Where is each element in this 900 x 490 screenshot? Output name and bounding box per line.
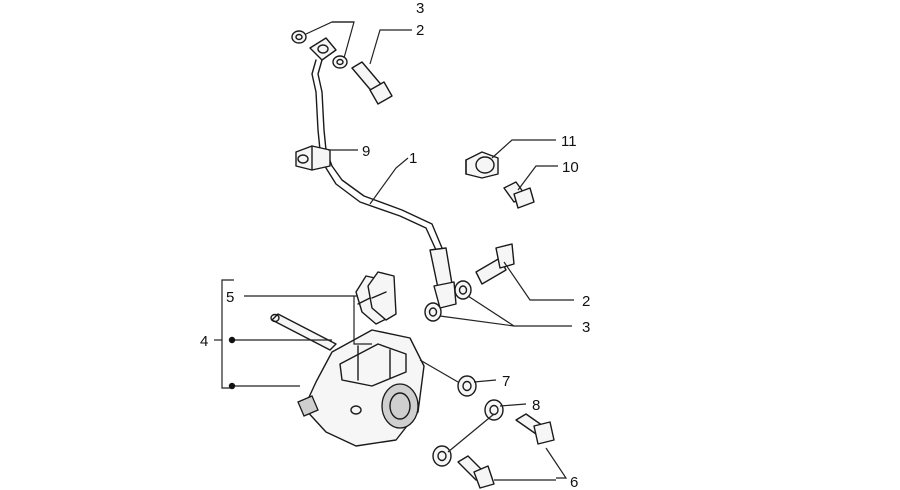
callout-4: 4 bbox=[200, 333, 208, 350]
callout-5: 5 bbox=[226, 289, 234, 306]
brake-hose bbox=[295, 37, 457, 309]
callout-3-top: 3 bbox=[416, 0, 424, 17]
callout-9: 9 bbox=[362, 143, 370, 160]
screw-lower bbox=[457, 455, 495, 489]
callout-2-bottom: 2 bbox=[582, 293, 590, 310]
hose-clamp bbox=[465, 151, 499, 179]
top-washer-right bbox=[332, 55, 348, 69]
caliper-body bbox=[297, 329, 425, 447]
callout-1: 1 bbox=[409, 150, 417, 167]
clamp-screw bbox=[503, 181, 535, 209]
callout-3-bottom: 3 bbox=[582, 319, 590, 336]
callout-8: 8 bbox=[532, 397, 540, 414]
washer-8 bbox=[484, 399, 504, 421]
callout-7: 7 bbox=[502, 373, 510, 390]
top-washer-left bbox=[291, 30, 307, 44]
callout-6: 6 bbox=[570, 474, 578, 490]
callout-11: 11 bbox=[561, 133, 577, 150]
pad-pin bbox=[270, 313, 337, 351]
washer-lower bbox=[432, 445, 452, 467]
callout-2-top: 2 bbox=[416, 22, 424, 39]
leader-lines bbox=[214, 21, 574, 481]
bottom-washer-upper bbox=[454, 280, 472, 300]
washer-7 bbox=[457, 375, 477, 397]
top-banjo-bolt bbox=[351, 61, 393, 105]
callout-10: 10 bbox=[562, 159, 579, 176]
bracket-dot-upper bbox=[228, 336, 236, 344]
bottom-washer-lower bbox=[424, 302, 442, 322]
bracket-dot-lower bbox=[228, 382, 236, 390]
brake-pads bbox=[355, 271, 397, 325]
screw-upper bbox=[515, 413, 555, 445]
bottom-banjo-bolt bbox=[475, 243, 515, 285]
